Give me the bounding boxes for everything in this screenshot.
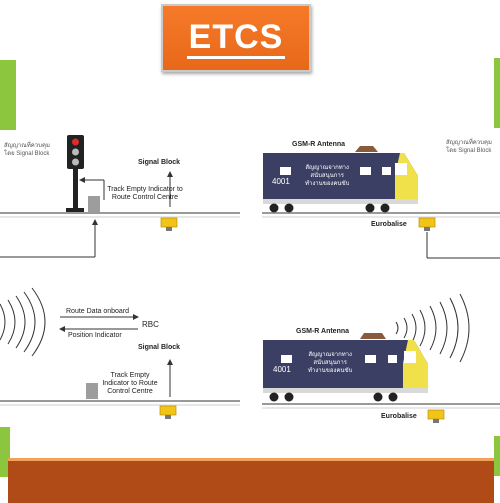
green-bar-right-bottom [494, 436, 500, 476]
traffic-signal-icon [66, 135, 84, 212]
green-bar-left-top [0, 60, 16, 130]
eurobalise-label: Eurobalise [381, 413, 417, 420]
thai-note: สัญญาณที่ควบคุม โดย Signal Block [4, 143, 50, 157]
bottom-left-panel [0, 287, 240, 419]
antenna-icon [355, 146, 378, 152]
page-title: ETCS [186, 18, 286, 59]
antenna-icon [360, 333, 386, 339]
train-text: สัญญาณจากทาง สนับสนุนการ ทำงานของคนขับ [308, 352, 353, 374]
balise-icon [427, 409, 445, 423]
eurobalise-label: Eurobalise [371, 221, 407, 228]
track-empty-label: Track Empty Indicator to Route Control C… [102, 372, 158, 395]
top-left-panel [0, 135, 240, 258]
train-icon [263, 153, 418, 213]
gsm-antenna-label: GSM-R Antenna [296, 328, 350, 335]
top-right-panel [262, 146, 500, 259]
train-number: 4001 [272, 177, 290, 186]
position-indicator-label: Position Indicator [68, 332, 122, 339]
rbc-label: RBC [142, 320, 159, 329]
green-bar-left-bottom [0, 427, 10, 477]
track-empty-box [88, 196, 100, 212]
train-icon [263, 340, 428, 402]
footer-band [8, 458, 494, 503]
track-empty-box [86, 383, 98, 399]
route-data-label: Route Data onboard [66, 308, 130, 315]
signal-block-label: Signal Block [138, 344, 181, 351]
thai-note: สัญญาณที่ควบคุม โดย Signal Block [446, 140, 492, 154]
track-empty-label: Track Empty Indicator to Route Control C… [107, 186, 183, 201]
train-text: สัญญาณจากทาง สนับสนุนการ ทำงานของคนขับ [305, 165, 350, 187]
train-number: 4001 [273, 365, 291, 374]
balise-icon [159, 405, 177, 419]
signal-block-label: Signal Block [138, 159, 181, 166]
radio-wave-icon [0, 287, 46, 357]
gsm-antenna-label: GSM-R Antenna [292, 141, 346, 148]
bottom-right-panel [262, 293, 500, 423]
title-banner: ETCS [161, 4, 311, 72]
balise-icon [418, 217, 436, 231]
green-bar-right-top [494, 58, 500, 128]
balise-icon [160, 217, 178, 231]
radio-wave-icon [395, 293, 470, 363]
